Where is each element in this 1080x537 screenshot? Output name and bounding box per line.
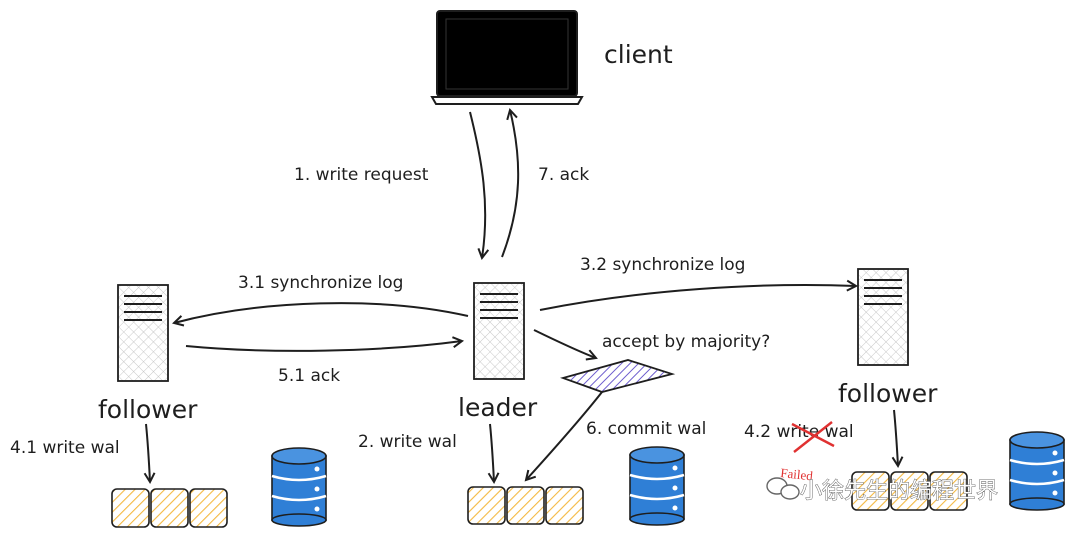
step-commit-wal: 6. commit wal	[586, 419, 706, 439]
write-wal-leader-arrow	[490, 423, 494, 482]
step-ack-client: 7. ack	[538, 165, 589, 185]
failed-label: Failed	[780, 465, 814, 483]
failed-cross-icon	[791, 421, 835, 453]
step-sync-left: 3.1 synchronize log	[238, 273, 403, 293]
step-ack-left: 5.1 ack	[278, 366, 340, 386]
wal-log-left	[111, 488, 228, 528]
sync-left-arrow	[174, 302, 469, 323]
step-write-wal-right: 4.2 write wal	[744, 422, 854, 442]
database-right-icon	[1009, 431, 1065, 511]
wal-log-right	[851, 471, 968, 511]
step-write-wal-left: 4.1 write wal	[10, 438, 120, 458]
ack-client-arrow	[501, 110, 520, 258]
follower-right-label: follower	[838, 379, 938, 408]
wechat-watermark-icon	[766, 477, 800, 500]
follower-left-label: follower	[98, 395, 198, 424]
ack-left-arrow	[185, 341, 462, 352]
watermark-text: 小徐先生的编程世界	[800, 479, 998, 504]
sync-right-arrow	[539, 285, 856, 311]
client-label: client	[604, 40, 673, 69]
write-request-arrow	[469, 111, 485, 258]
decision-label: accept by majority?	[602, 332, 770, 352]
step-write-request: 1. write request	[294, 165, 429, 185]
commit-wal-arrow	[526, 391, 603, 480]
follower-left-server-icon	[117, 284, 169, 382]
step-write-wal-leader: 2. write wal	[358, 432, 457, 452]
follower-right-server-icon	[857, 268, 909, 366]
to-decision-arrow	[533, 329, 596, 358]
write-wal-right-arrow	[894, 409, 898, 466]
write-wal-left-arrow	[146, 423, 150, 482]
step-sync-right: 3.2 synchronize log	[580, 255, 745, 275]
leader-server-icon	[473, 282, 525, 380]
laptop-icon	[430, 10, 584, 105]
majority-decision-diamond	[560, 359, 676, 393]
wal-log-leader	[467, 486, 584, 525]
database-leader-icon	[629, 446, 685, 526]
leader-label: leader	[458, 393, 538, 422]
database-left-icon	[271, 447, 327, 527]
